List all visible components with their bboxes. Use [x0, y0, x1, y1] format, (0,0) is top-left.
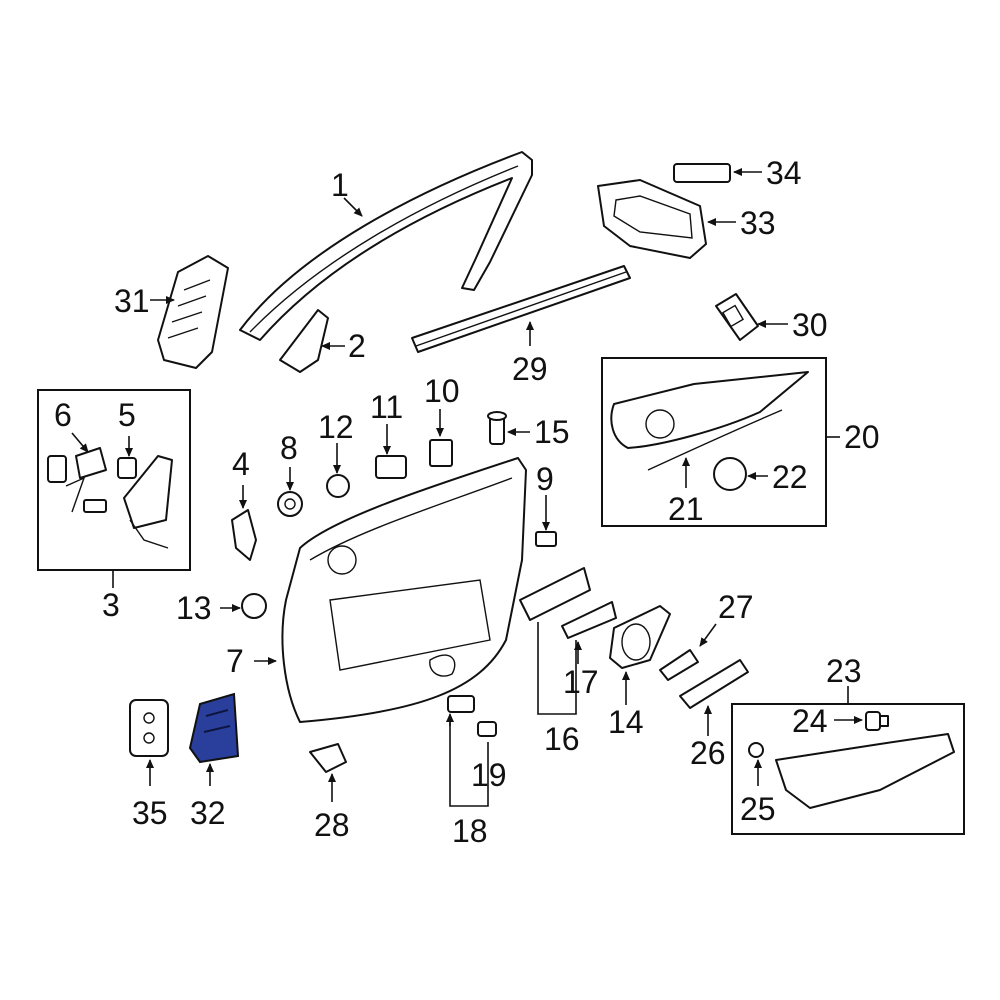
callout-1: 1	[331, 167, 349, 203]
part-5-clip[interactable]	[117, 457, 137, 479]
part-9-clip[interactable]	[535, 531, 557, 547]
part-21-light-strip[interactable]	[647, 409, 783, 471]
part-34-memory-switch[interactable]	[673, 163, 731, 183]
part-25-nut[interactable]	[748, 742, 764, 758]
callout-9: 9	[536, 461, 554, 497]
part-31-switch-panel[interactable]	[157, 255, 229, 369]
part-10-clip[interactable]	[429, 439, 453, 467]
part-19-bulb[interactable]	[477, 721, 497, 737]
callout-28: 28	[314, 807, 350, 843]
callout-23: 23	[826, 653, 862, 689]
part-1-window-frame[interactable]	[239, 151, 533, 341]
leader-lines	[71, 168, 863, 807]
part-14-speaker-grille[interactable]	[609, 605, 671, 669]
part-17-handle-insert[interactable]	[561, 601, 617, 639]
part-29-belt-molding[interactable]	[411, 265, 631, 353]
part-2-mirror-cover[interactable]	[279, 309, 329, 373]
part-15-pin[interactable]	[487, 411, 507, 445]
part-11-clip[interactable]	[375, 455, 407, 479]
part-32-window-switch[interactable]	[188, 692, 240, 764]
part-26-armrest-trim[interactable]	[679, 659, 749, 709]
part-7-door-trim-panel[interactable]	[281, 457, 527, 723]
callout-33: 33	[740, 205, 776, 241]
part-28-cover[interactable]	[309, 743, 347, 773]
callout-24: 24	[792, 703, 828, 739]
part-30-switch[interactable]	[715, 293, 759, 341]
part-33-seat-switch-bezel[interactable]	[597, 179, 707, 259]
part-13-plug[interactable]	[241, 593, 267, 619]
callout-4: 4	[232, 446, 250, 482]
part-16-handle-bezel[interactable]	[519, 567, 591, 621]
callout-10: 10	[424, 373, 460, 409]
callout-labels: 1 2 3 4 5 6 7 8 9 10 11 12 13 14 15 16 1…	[54, 155, 880, 849]
part-8-grommet[interactable]	[277, 491, 303, 517]
part-12-plug[interactable]	[326, 474, 350, 498]
callout-30: 30	[792, 307, 828, 343]
callout-35: 35	[132, 795, 168, 831]
callout-22: 22	[772, 459, 808, 495]
part-6-tweeter[interactable]	[65, 447, 107, 513]
callout-29: 29	[512, 351, 548, 387]
callout-16: 16	[544, 721, 580, 757]
part-27-bracket[interactable]	[659, 649, 699, 681]
callout-5: 5	[118, 397, 136, 433]
callout-31: 31	[114, 283, 150, 319]
part-20-trim-panel[interactable]	[610, 371, 809, 449]
callout-19: 19	[471, 757, 507, 793]
part-3-speaker-assembly[interactable]	[47, 455, 173, 549]
callout-26: 26	[690, 735, 726, 771]
callout-7: 7	[226, 643, 244, 679]
callout-3: 3	[102, 587, 120, 623]
part-18-light[interactable]	[447, 695, 475, 713]
part-24-bolt[interactable]	[865, 711, 889, 731]
callout-14: 14	[608, 704, 644, 740]
callout-17: 17	[563, 664, 599, 700]
callout-18: 18	[452, 813, 488, 849]
box-3	[37, 389, 191, 571]
callout-15: 15	[534, 414, 570, 450]
callout-8: 8	[280, 430, 298, 466]
callout-12: 12	[318, 409, 354, 445]
part-22-grille-ring[interactable]	[713, 457, 747, 491]
callout-13: 13	[176, 590, 212, 626]
callout-2: 2	[348, 328, 366, 364]
callout-32: 32	[190, 795, 226, 831]
callout-21: 21	[668, 491, 704, 527]
callout-20: 20	[844, 419, 880, 455]
callout-6: 6	[54, 397, 72, 433]
part-4-bracket[interactable]	[231, 509, 257, 561]
callout-25: 25	[740, 791, 776, 827]
box-20	[601, 357, 827, 527]
callout-34: 34	[766, 155, 802, 191]
callout-27: 27	[718, 589, 754, 625]
part-23-armrest[interactable]	[775, 733, 955, 809]
part-35-switch[interactable]	[129, 699, 169, 757]
callout-11: 11	[370, 389, 403, 425]
